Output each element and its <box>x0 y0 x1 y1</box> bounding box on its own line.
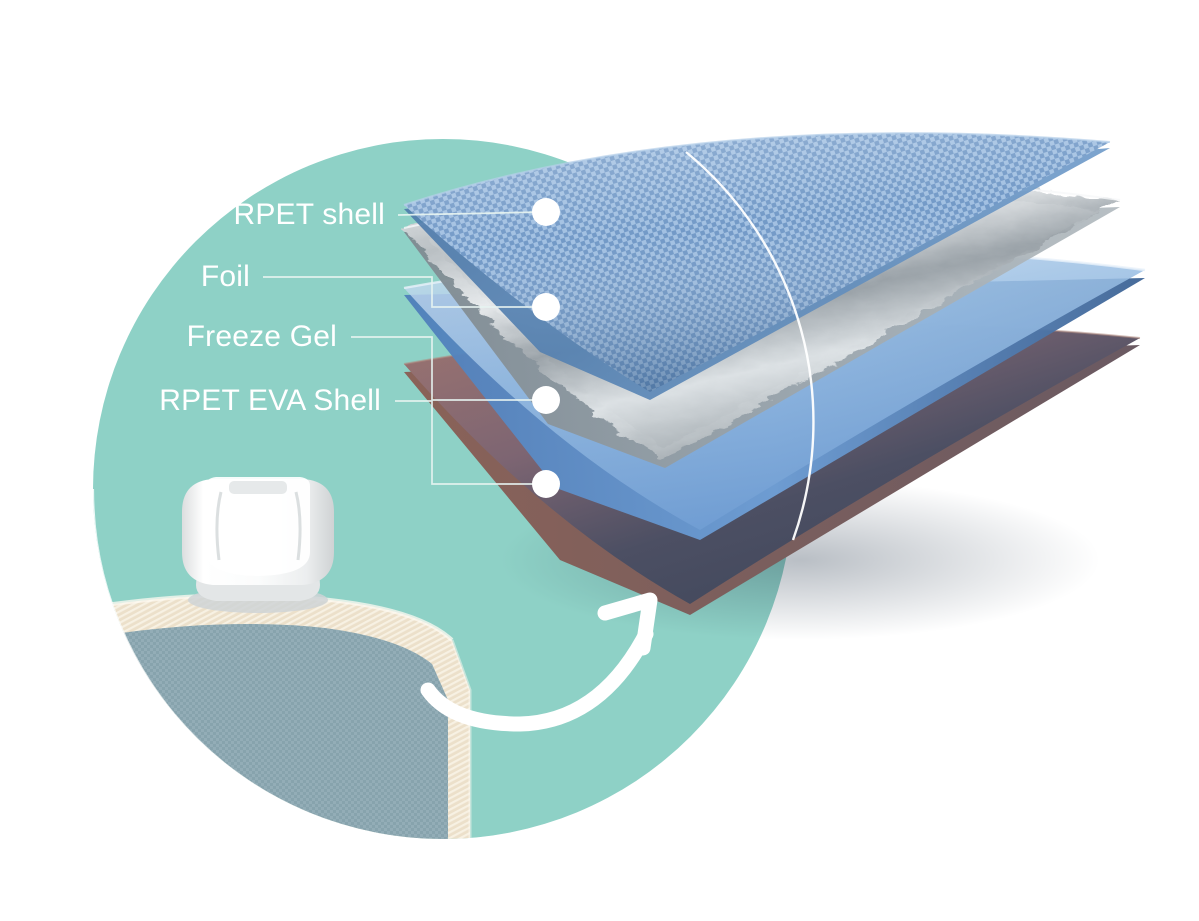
leader-lines <box>263 211 547 485</box>
layer-rpet-shell <box>403 132 1111 400</box>
label-rpet-eva-shell-text: RPET EVA Shell <box>159 384 381 417</box>
circle-edge-arc <box>685 151 815 541</box>
label-rpet-shell: RPET shell <box>233 198 385 232</box>
label-freeze-gel-text: Freeze Gel <box>186 320 337 353</box>
callout-dots <box>532 198 560 498</box>
label-rpet-shell-text: RPET shell <box>233 198 385 231</box>
label-freeze-gel: Freeze Gel <box>187 320 337 354</box>
label-foil-text: Foil <box>200 260 250 293</box>
label-foil: Foil <box>201 260 250 294</box>
label-rpet-eva-shell: RPET EVA Shell <box>159 384 381 418</box>
bottle-cap-icon <box>182 477 334 613</box>
curved-arrow <box>420 592 658 732</box>
bottle-body <box>93 593 472 839</box>
